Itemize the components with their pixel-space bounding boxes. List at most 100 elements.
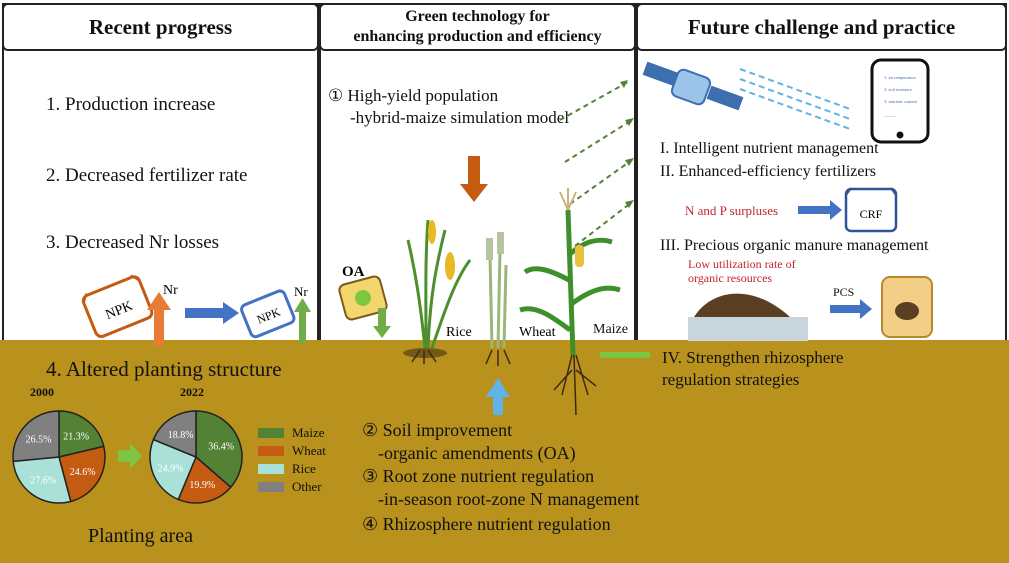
- green-technology-title-line2: enhancing production and efficiency: [353, 28, 602, 45]
- pie-slice-label-other: 18.8%: [168, 430, 194, 441]
- step1-subtitle: -hybrid-maize simulation model: [350, 108, 570, 127]
- left-panel: [2, 3, 319, 340]
- oa-down-arrow-icon: [378, 308, 386, 328]
- pie-slice-rice: [12, 456, 72, 504]
- rhizosphere-pointer-line: [600, 352, 650, 358]
- challenge-item-4-line2: regulation strategies: [662, 370, 800, 389]
- legend-item-other: Other: [258, 478, 326, 496]
- progress-item-1: 1. Production increase: [46, 94, 216, 115]
- maize-plant-icon: [519, 209, 621, 356]
- npk-bag-large-icon: NPK: [81, 274, 154, 338]
- right-panel: [636, 3, 1007, 340]
- planting-area-caption: Planting area: [88, 525, 193, 547]
- step2-title: ② Soil improvement: [362, 420, 513, 440]
- progress-item-4: 4. Altered planting structure: [46, 357, 282, 381]
- pie-chart-2000: 21.3% 24.6% 27.6% 26.5%: [12, 410, 106, 504]
- np-surpluses-label: N and P surpluses: [685, 203, 779, 218]
- npk-bag-small-icon: NPK: [240, 289, 296, 339]
- step3-title: ③ Root zone nutrient regulation: [362, 466, 595, 486]
- pie-slice-label-maize: 36.4%: [208, 442, 234, 453]
- step4-title: ④ Rhizosphere nutrient regulation: [362, 514, 611, 534]
- crf-bag-icon: [844, 187, 898, 233]
- pie-slice-wheat: [58, 445, 106, 503]
- legend-item-rice: Rice: [258, 460, 326, 478]
- pie-year-2022: 2022: [180, 385, 204, 399]
- smartphone-icon: [870, 58, 930, 144]
- crop-label-maize: Maize: [593, 322, 628, 337]
- down-arrow-brown-icon: [468, 156, 480, 186]
- progress-item-3: 3. Decreased Nr losses: [46, 232, 220, 253]
- legend-label-other: Other: [292, 479, 322, 494]
- low-utilization-line2: organic resources: [688, 271, 773, 285]
- legend-label-wheat: Wheat: [292, 443, 326, 458]
- phone-line-4: ……: [884, 113, 896, 119]
- organic-fertilizer-bag-icon: [881, 276, 933, 338]
- legend-swatch-other: [258, 482, 284, 492]
- pcs-label: PCS: [833, 285, 855, 299]
- pie-slice-label-maize: 21.3%: [63, 431, 89, 442]
- pie-chart-2022: 36.4%19.9%24.9%18.8%: [149, 410, 243, 504]
- recent-progress-title: Recent progress: [88, 14, 233, 39]
- legend-label-maize: Maize: [292, 425, 325, 440]
- pie-slice-other: [152, 410, 197, 459]
- legend-swatch-maize: [258, 428, 284, 438]
- middle-illustration: OA Rice Wheat: [338, 80, 634, 416]
- recent-progress-header: Recent progress: [2, 3, 319, 51]
- planting-area-pies: 21.3%24.6%27.6%26.5% 36.4%19.9%24.9%18.8…: [12, 410, 243, 504]
- oa-bag-icon: [338, 275, 388, 321]
- pie-slice-label-other: 26.5%: [26, 434, 52, 445]
- pie-slice-maize: [58, 410, 105, 458]
- nr-up-arrow-small-icon: [299, 310, 306, 344]
- wheat-plant-icon: [488, 249, 508, 349]
- green-technology-header: Green technology for enhancing productio…: [319, 3, 636, 51]
- future-challenge-header: Future challenge and practice: [636, 3, 1007, 51]
- crop-label-rice: Rice: [446, 325, 472, 340]
- plant-roots-icon: [411, 349, 597, 416]
- manure-pile-icon: [688, 293, 808, 341]
- reduction-arrow-icon: [185, 308, 225, 318]
- challenge-item-1: I. Intelligent nutrient management: [660, 140, 879, 157]
- pie-year-2000: 2000: [30, 385, 54, 399]
- phone-line-1: 1. air temperature: [884, 75, 916, 80]
- legend-swatch-wheat: [258, 446, 284, 456]
- legend-item-maize: Maize: [258, 424, 326, 442]
- pie-slice-label-rice: 24.9%: [158, 464, 184, 475]
- pie-legend: Maize Wheat Rice Other: [258, 424, 326, 496]
- future-challenge-title: Future challenge and practice: [687, 14, 956, 39]
- progress-item-2: 2. Decreased fertilizer rate: [46, 165, 248, 186]
- growth-arrows-icon: [559, 81, 633, 247]
- npk-reduction-illustration: NPK Nr NPK Nr: [81, 274, 311, 346]
- pcs-arrow-icon: [830, 305, 862, 313]
- signal-waves-icon: [739, 68, 851, 130]
- pie-slice-label-wheat: 24.6%: [70, 467, 96, 478]
- challenge-item-3: III. Precious organic manure management: [660, 237, 929, 254]
- nr-label-small: Nr: [294, 284, 308, 299]
- rice-plant-icon: [406, 219, 472, 349]
- up-arrow-blue-icon: [493, 395, 503, 415]
- oa-label: OA: [342, 264, 365, 280]
- step1-title: ① High-yield population: [328, 86, 499, 105]
- step2-subtitle: -organic amendments (OA): [378, 443, 576, 463]
- phone-line-3: 3. nutrient content: [884, 99, 918, 104]
- pie-change-arrow-icon: [118, 450, 132, 462]
- crf-label: CRF: [860, 207, 883, 221]
- challenge-item-4-line1: IV. Strengthen rhizosphere: [662, 348, 844, 367]
- right-illustration: 1. air temperature 2. soil moisture 3. n…: [642, 58, 933, 341]
- legend-label-rice: Rice: [292, 461, 316, 476]
- satellite-icon: [642, 61, 744, 111]
- phone-line-2: 2. soil moisture: [884, 87, 912, 92]
- nr-label-large: Nr: [163, 283, 178, 298]
- np-to-crf-arrow-icon: [798, 206, 832, 214]
- legend-swatch-rice: [258, 464, 284, 474]
- green-technology-title-line1: Green technology for: [405, 8, 550, 25]
- low-utilization-line1: Low utilization rate of: [688, 257, 796, 271]
- pie-slice-label-rice: 27.6%: [30, 476, 56, 487]
- legend-item-wheat: Wheat: [258, 442, 326, 460]
- pie-slice-maize: [195, 410, 243, 489]
- pie-slice-rice: [149, 438, 197, 501]
- crop-label-wheat: Wheat: [519, 325, 556, 340]
- nr-up-arrow-large-icon: [154, 308, 164, 346]
- pie-slice-other: [12, 410, 60, 463]
- challenge-item-2: II. Enhanced-efficiency fertilizers: [660, 163, 877, 180]
- step3-subtitle: -in-season root-zone N management: [378, 489, 640, 509]
